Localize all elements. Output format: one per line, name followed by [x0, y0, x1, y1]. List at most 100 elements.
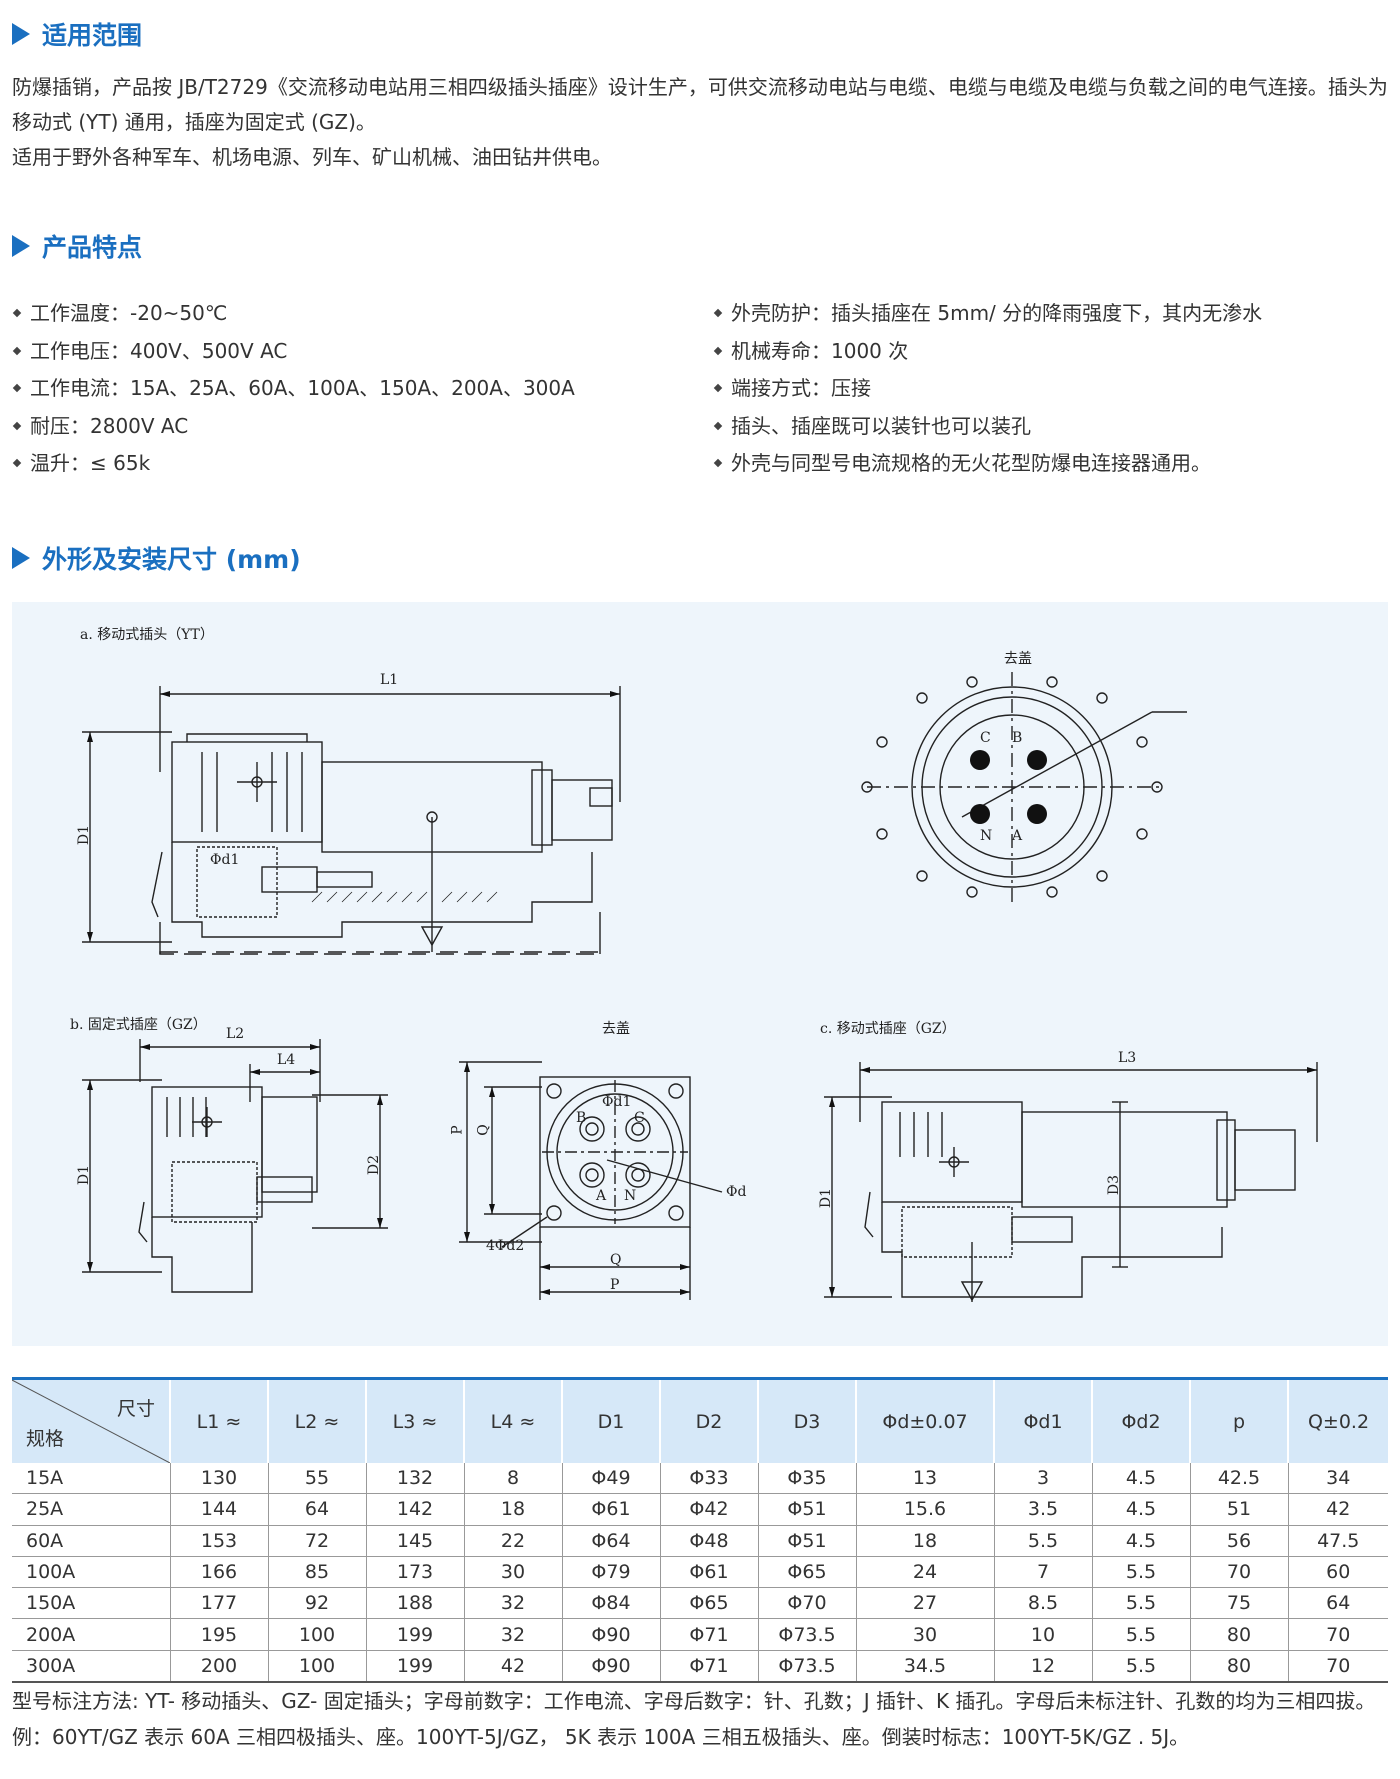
- table-cell: 144: [169, 1493, 268, 1526]
- dim-phid: Φd: [726, 1184, 747, 1200]
- table-cell: 55: [267, 1463, 366, 1495]
- scope-application: 适用于野外各种军车、机场电源、列车、矿山机械、油田钻井供电。: [12, 145, 612, 169]
- table-cell: 42: [1287, 1493, 1388, 1526]
- table-cell: 34.5: [855, 1650, 994, 1683]
- table-cell: 70: [1287, 1650, 1388, 1683]
- section-title-text: 产品特点: [42, 233, 143, 262]
- triangle-bullet-icon: [12, 547, 30, 569]
- drawing-label-fixed-socket: b. 固定式插座（GZ）: [70, 1017, 207, 1033]
- table-row-spec: 150A: [12, 1587, 170, 1620]
- table-cell: 18: [855, 1525, 994, 1557]
- table-cell: Φ70: [757, 1587, 856, 1620]
- feature-item: 工作温度：-20~50℃: [12, 295, 575, 333]
- pin-N: N: [624, 1188, 637, 1204]
- dim-phid2: 4Φd2: [486, 1238, 525, 1254]
- table-cell: 5.5: [993, 1525, 1092, 1557]
- table-cell: Φ61: [659, 1556, 758, 1589]
- table-cell: 12: [993, 1650, 1092, 1683]
- col-header: p: [1189, 1378, 1288, 1463]
- table-row-spec: 15A: [12, 1463, 170, 1495]
- table-cell: 18: [463, 1493, 562, 1526]
- table-row-spec: 25A: [12, 1493, 170, 1526]
- col-header: Φd1: [993, 1378, 1092, 1463]
- drawing-label-cover-removed: 去盖: [602, 1021, 630, 1037]
- table-corner-cell: 尺寸 规格: [12, 1378, 170, 1463]
- dim-L4: L4: [277, 1052, 296, 1068]
- dim-Q: Q: [610, 1252, 622, 1268]
- table-cell: 24: [855, 1556, 994, 1589]
- drawing-label-cover-removed: 去盖: [1004, 651, 1032, 667]
- table-cell: Φ51: [757, 1525, 856, 1557]
- model-example-note: 例：60YT/GZ 表示 60A 三相四极插头、座。100YT-5J/GZ， 5…: [12, 1725, 1190, 1749]
- table-cell: Φ64: [561, 1525, 660, 1557]
- table-cell: Φ42: [659, 1493, 758, 1526]
- table-cell: 70: [1189, 1556, 1288, 1589]
- table-cell: 51: [1189, 1493, 1288, 1526]
- table-cell: 75: [1189, 1587, 1288, 1620]
- pin-C: C: [980, 730, 991, 746]
- dim-D1: D1: [76, 824, 93, 846]
- dim-L1: L1: [380, 672, 399, 688]
- table-cell: 80: [1189, 1618, 1288, 1651]
- table-cell: 100: [267, 1650, 366, 1683]
- table-cell: 32: [463, 1587, 562, 1620]
- table-cell: 153: [169, 1525, 268, 1557]
- table-cell: 30: [463, 1556, 562, 1589]
- col-header: L2 ≈: [267, 1378, 366, 1463]
- feature-item: 外壳防护：插头插座在 5mm/ 分的降雨强度下，其内无渗水: [713, 295, 1262, 333]
- table-cell: 5.5: [1091, 1587, 1190, 1620]
- table-cell: 13: [855, 1463, 994, 1495]
- dim-P: P: [449, 1125, 466, 1135]
- pin-A: A: [1012, 828, 1023, 844]
- table-cell: 132: [365, 1463, 464, 1495]
- section-title-scope: 适用范围: [12, 16, 142, 52]
- table-cell: 4.5: [1091, 1525, 1190, 1557]
- feature-item: 插头、插座既可以装针也可以装孔: [713, 408, 1262, 446]
- dim-D1: D1: [818, 1187, 835, 1209]
- table-cell: Φ71: [659, 1650, 758, 1683]
- table-cell: 5.5: [1091, 1650, 1190, 1683]
- triangle-bullet-icon: [12, 235, 30, 257]
- technical-drawing: a. 移动式插头（YT） 去盖 b. 固定式插座（GZ） 去盖 c. 移动式插座…: [12, 602, 1388, 1346]
- model-notation-note: 型号标注方法: YT- 移动插头、GZ- 固定插头；字母前数字：工作电流、字母后…: [12, 1689, 1376, 1713]
- table-cell: Φ33: [659, 1463, 758, 1495]
- pin-B: B: [1012, 730, 1023, 746]
- table-cell: 8: [463, 1463, 562, 1495]
- dim-phid1: Φd1: [602, 1094, 632, 1110]
- table-cell: Φ65: [659, 1587, 758, 1620]
- table-cell: Φ51: [757, 1493, 856, 1526]
- col-header: L4 ≈: [463, 1378, 562, 1463]
- table-cell: 32: [463, 1618, 562, 1651]
- table-cell: Φ71: [659, 1618, 758, 1651]
- feature-item: 工作电压：400V、500V AC: [12, 333, 575, 371]
- dim-L3: L3: [1118, 1050, 1137, 1066]
- dim-D3: D3: [1106, 1174, 1123, 1196]
- table-cell: 56: [1189, 1525, 1288, 1557]
- triangle-bullet-icon: [12, 23, 30, 45]
- feature-list-right: 外壳防护：插头插座在 5mm/ 分的降雨强度下，其内无渗水 机械寿命：1000 …: [713, 295, 1262, 483]
- table-row-spec: 60A: [12, 1525, 170, 1557]
- dim-phid1: Φd1: [210, 852, 240, 868]
- dim-Q: Q: [475, 1124, 492, 1136]
- table-cell: 42.5: [1189, 1463, 1288, 1495]
- pin-C: C: [634, 1110, 645, 1126]
- pin-N: N: [980, 828, 993, 844]
- section-title-text: 外形及安装尺寸 (mm): [42, 545, 301, 574]
- pin-B: B: [576, 1110, 587, 1126]
- table-cell: Φ90: [561, 1650, 660, 1683]
- table-cell: 72: [267, 1525, 366, 1557]
- dim-D1: D1: [76, 1164, 93, 1186]
- feature-item: 耐压：2800V AC: [12, 408, 575, 446]
- table-cell: 8.5: [993, 1587, 1092, 1620]
- corner-spec-label: 规格: [26, 1428, 65, 1450]
- table-cell: 199: [365, 1618, 464, 1651]
- col-header: Φd±0.07: [855, 1378, 994, 1463]
- table-cell: 92: [267, 1587, 366, 1620]
- table-cell: 200: [169, 1650, 268, 1683]
- table-cell: 173: [365, 1556, 464, 1589]
- corner-dim-label: 尺寸: [116, 1398, 155, 1420]
- drawing-lines: [82, 672, 1318, 1302]
- scope-paragraph: 防爆插销，产品按 JB/T2729《交流移动电站用三相四级插头插座》设计生产，可…: [12, 75, 1388, 134]
